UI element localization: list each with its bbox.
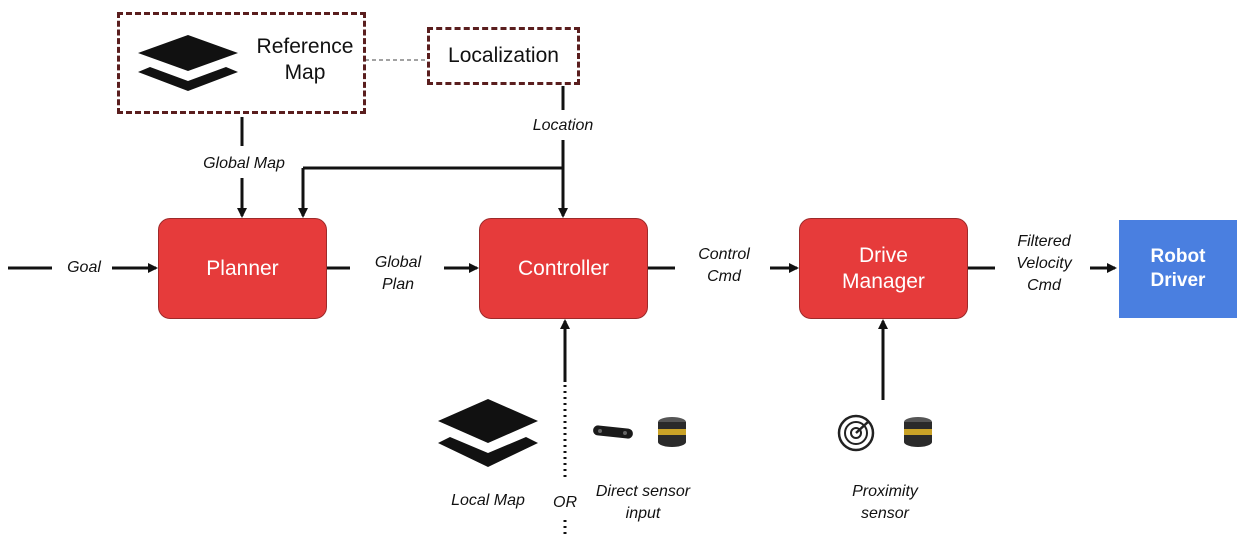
reference-map-label: Reference Map — [256, 35, 354, 84]
local-map-label: Local Map — [451, 492, 525, 509]
or-label: OR — [545, 492, 585, 514]
map-layers-icon — [138, 35, 238, 91]
robot-driver-label: Robot Driver — [1119, 220, 1237, 318]
reference-map-box: Reference Map — [117, 12, 366, 114]
local-map-layers-icon — [438, 399, 538, 467]
lidar-icon — [658, 417, 686, 447]
drive-manager-block: Drive Manager — [799, 218, 968, 319]
proximity-sensor-label: Proximity sensor — [852, 483, 918, 522]
direct-sensor-input-label: Direct sensor input — [595, 483, 691, 522]
goal-label: Goal — [67, 259, 101, 276]
location-label: Location — [532, 117, 594, 134]
filtered-velocity-cmd-label: Filtered Velocity Cmd — [1016, 233, 1072, 294]
localization-box: Localization — [427, 27, 580, 85]
controller-block: Controller — [479, 218, 648, 319]
localization-label: Localization — [448, 44, 559, 67]
global-plan-label: Global Plan — [374, 254, 422, 293]
planner-block: Planner — [158, 218, 327, 319]
radar-icon — [837, 414, 875, 452]
global-map-label: Global Map — [203, 155, 285, 172]
depth-camera-icon — [593, 425, 633, 439]
control-cmd-label: Control Cmd — [698, 246, 750, 285]
proximity-lidar-icon — [904, 417, 932, 447]
